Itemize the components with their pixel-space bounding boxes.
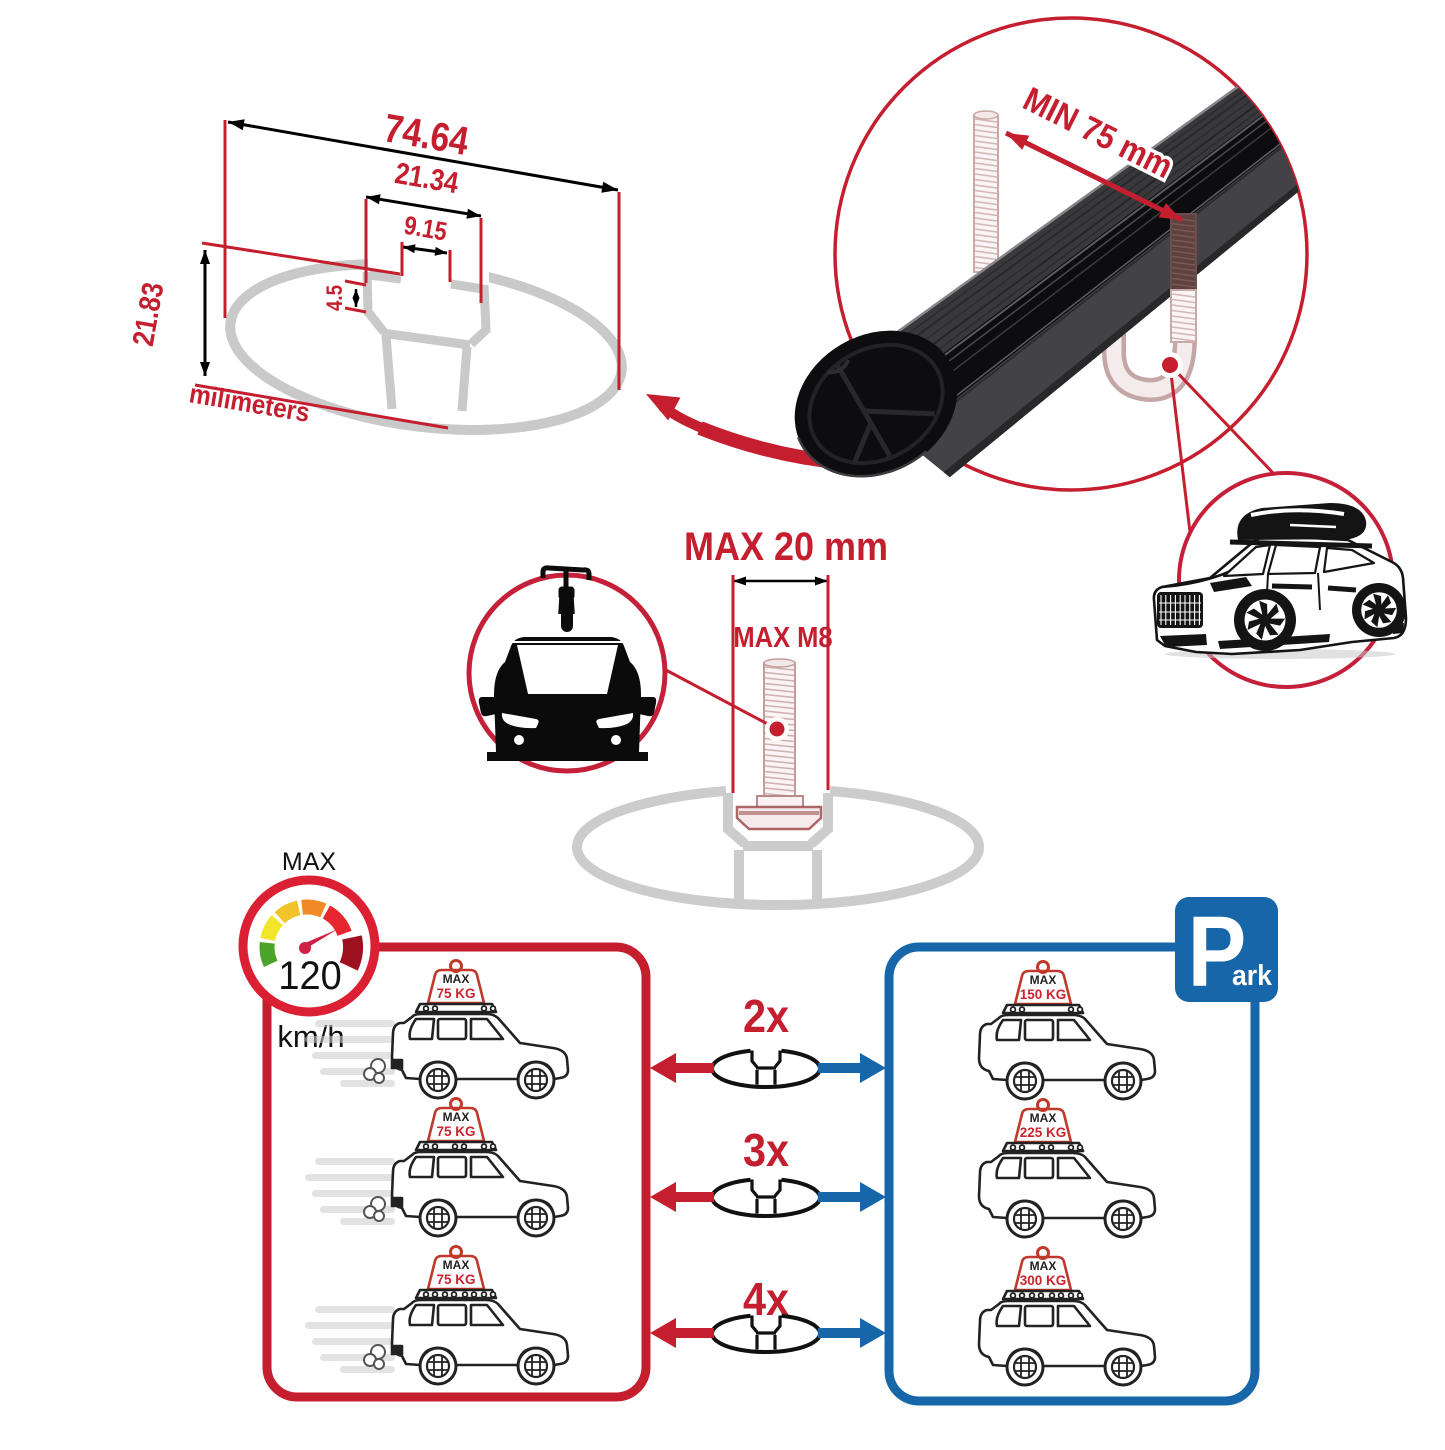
svg-text:ark: ark <box>1232 959 1273 991</box>
svg-text:MAX: MAX <box>282 848 337 876</box>
svg-text:MAX 20 mm: MAX 20 mm <box>684 525 888 569</box>
svg-text:9.15: 9.15 <box>402 211 449 247</box>
svg-text:300 KG: 300 KG <box>1020 1273 1067 1288</box>
svg-text:75 KG: 75 KG <box>436 1124 475 1139</box>
svg-text:MAX: MAX <box>1030 1259 1057 1273</box>
svg-text:3x: 3x <box>743 1125 790 1177</box>
svg-text:MAX: MAX <box>443 1258 470 1272</box>
svg-text:MAX: MAX <box>443 972 470 986</box>
svg-text:225 KG: 225 KG <box>1020 1125 1067 1140</box>
svg-text:150 KG: 150 KG <box>1020 987 1067 1002</box>
svg-text:4.5: 4.5 <box>324 285 348 311</box>
svg-text:120: 120 <box>278 954 341 998</box>
svg-text:75 KG: 75 KG <box>436 1272 475 1287</box>
svg-text:2x: 2x <box>743 991 790 1043</box>
svg-text:P: P <box>1188 896 1247 1007</box>
svg-text:MAX: MAX <box>1030 1111 1057 1125</box>
svg-text:MAX: MAX <box>1030 973 1057 987</box>
svg-text:75 KG: 75 KG <box>436 986 475 1001</box>
svg-text:MAX M8: MAX M8 <box>733 620 832 653</box>
svg-text:MAX: MAX <box>443 1110 470 1124</box>
